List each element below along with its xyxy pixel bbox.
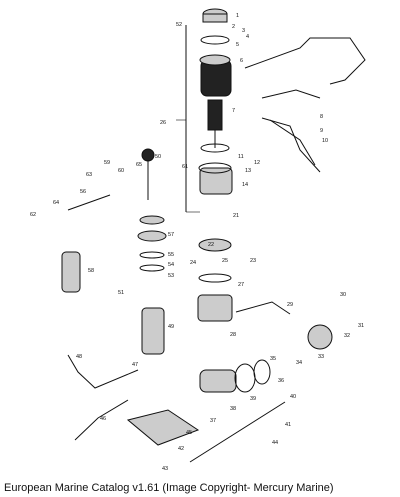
callout-label: 54	[168, 262, 174, 268]
callout-label: 10	[322, 138, 328, 144]
callout-label: 24	[190, 260, 196, 266]
callout-label: 25	[222, 258, 228, 264]
callout-label: 6	[240, 58, 243, 64]
callout-labels: 1 2 3 4 5 6 7 8 9 10 11 12 13 14 21 22 2…	[30, 13, 364, 472]
solenoid-assembly	[61, 148, 165, 355]
callout-label: 64	[53, 200, 59, 206]
callout-label: 60	[118, 168, 124, 174]
callout-label: 8	[320, 114, 323, 120]
pump-housing-assembly	[137, 215, 233, 322]
callout-label: 5	[236, 42, 239, 48]
callout-label: 63	[86, 172, 92, 178]
callout-label: 23	[250, 258, 256, 264]
callout-label: 12	[254, 160, 260, 166]
callout-label: 4	[246, 34, 249, 40]
callout-label: 26	[160, 120, 166, 126]
callout-label: 56	[80, 189, 86, 195]
callout-label: 65	[136, 162, 142, 168]
callout-label: 3	[242, 28, 245, 34]
callout-label: 42	[178, 446, 184, 452]
callout-label: 41	[285, 422, 291, 428]
callout-label: 47	[132, 362, 138, 368]
callout-label: 40	[290, 394, 296, 400]
callout-label: 33	[318, 354, 324, 360]
callout-label: 34	[296, 360, 302, 366]
starter-motor-assembly	[198, 8, 233, 195]
callout-label: 30	[340, 292, 346, 298]
callout-label: 36	[278, 378, 284, 384]
callout-label: 28	[230, 332, 236, 338]
callout-label: 37	[210, 418, 216, 424]
callout-label: 22	[208, 242, 214, 248]
callout-label: 55	[168, 252, 174, 258]
image-caption: European Marine Catalog v1.61 (Image Cop…	[4, 482, 334, 494]
callout-label: 58	[88, 268, 94, 274]
callout-label: 38	[230, 406, 236, 412]
through-bolt-bracket	[176, 25, 200, 213]
callout-label: 43	[162, 466, 168, 472]
callout-label: 9	[320, 128, 323, 134]
callout-label: 1	[236, 13, 239, 19]
callout-label: 7	[232, 108, 235, 114]
callout-label: 57	[168, 232, 174, 238]
callout-label: 62	[30, 212, 36, 218]
callout-label: 61	[182, 164, 188, 170]
exploded-parts-diagram: 1 2 3 4 5 6 7 8 9 10 11 12 13 14 21 22 2…	[30, 8, 366, 472]
callout-label: 21	[233, 213, 239, 219]
callout-label: 29	[287, 302, 293, 308]
callout-label: 32	[344, 333, 350, 339]
callout-label: 59	[104, 160, 110, 166]
callout-label: 27	[238, 282, 244, 288]
callout-label: 45	[186, 430, 192, 436]
callout-label: 52	[176, 22, 182, 28]
lower-cylinder-assembly	[67, 301, 333, 463]
callout-label: 13	[245, 168, 251, 174]
callout-label: 39	[250, 396, 256, 402]
callout-label: 51	[118, 290, 124, 296]
callout-label: 49	[168, 324, 174, 330]
callout-label: 31	[358, 323, 364, 329]
callout-label: 14	[242, 182, 248, 188]
callout-label: 35	[270, 356, 276, 362]
callout-label: 2	[232, 24, 235, 30]
callout-label: 46	[100, 416, 106, 422]
callout-label: 50	[155, 154, 161, 160]
callout-label: 11	[238, 154, 244, 160]
wiring-harness	[244, 37, 366, 173]
callout-label: 53	[168, 273, 174, 279]
callout-label: 48	[76, 354, 82, 360]
callout-label: 44	[272, 440, 278, 446]
